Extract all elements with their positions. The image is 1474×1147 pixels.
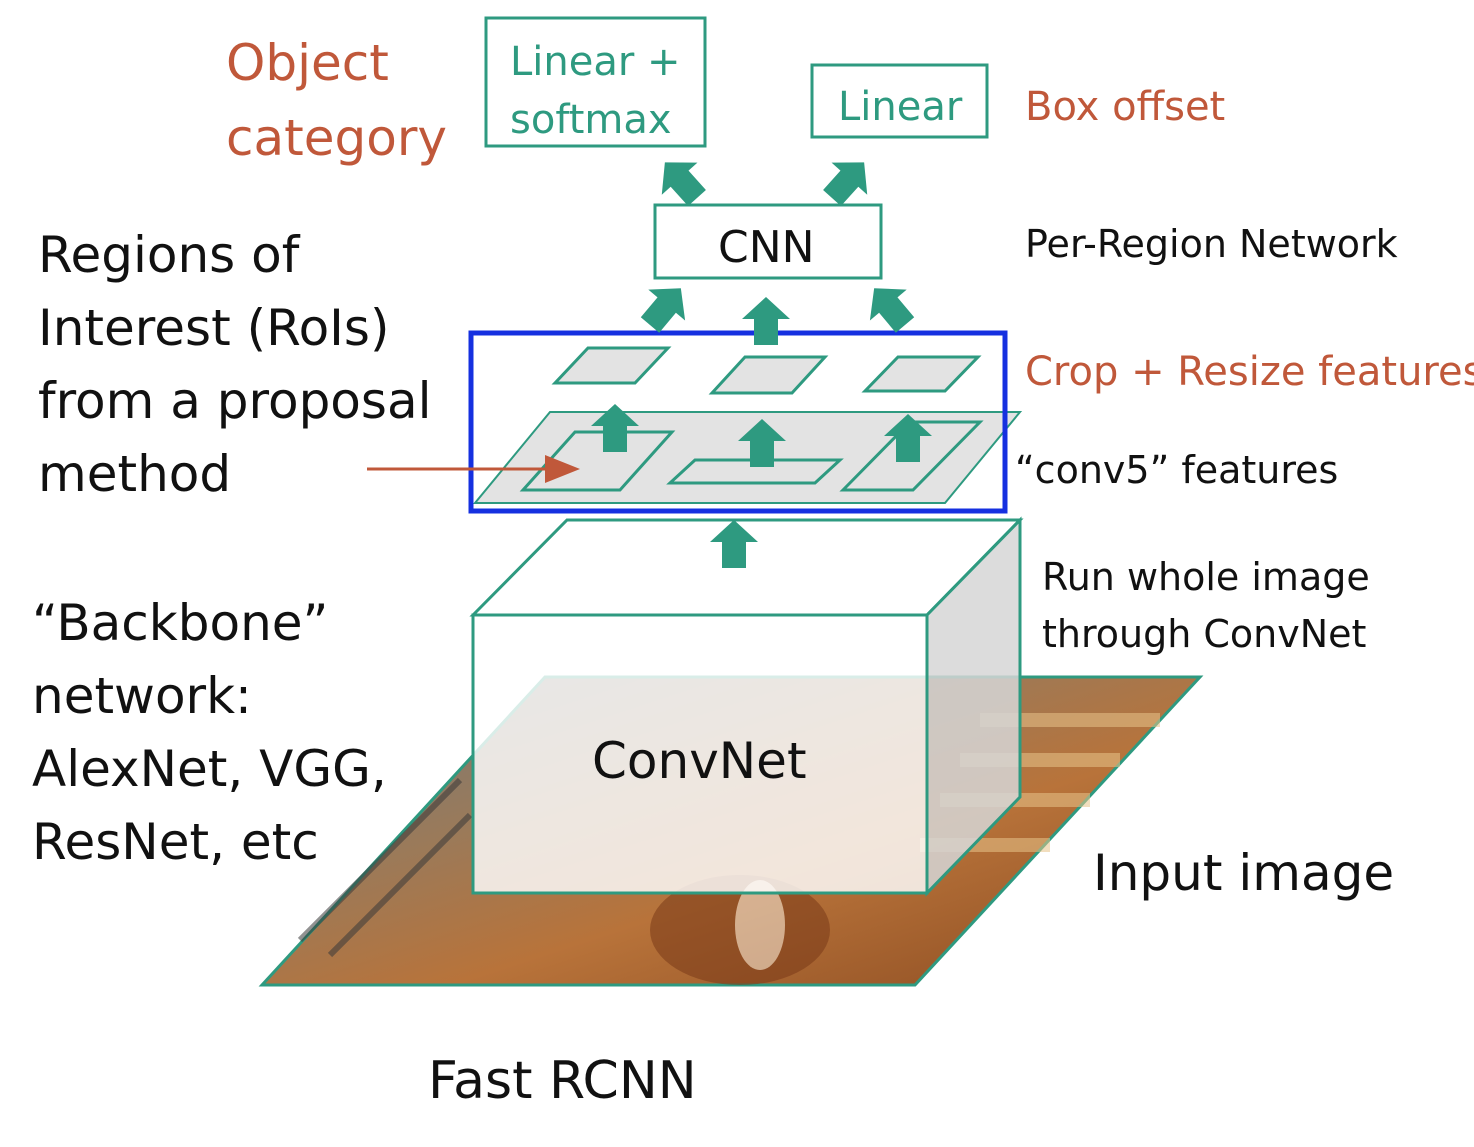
linear-softmax-box (484, 16, 707, 148)
box-offset-label: Box offset (1025, 84, 1225, 130)
linear-softmax-label-2: softmax (510, 97, 672, 143)
figure-caption: Fast RCNN (428, 1051, 697, 1111)
conv5-label: “conv5” features (1015, 448, 1338, 492)
backbone-label-2: network: (32, 667, 252, 725)
linear-label: Linear (838, 84, 963, 130)
backbone-label-3: AlexNet, VGG, (32, 740, 387, 798)
object-category-label-1: Object (226, 34, 389, 92)
cnn-box (653, 203, 883, 280)
cnn-arrow-right (855, 272, 924, 341)
cropped-features (551, 346, 982, 395)
linear-box (810, 63, 989, 139)
per-region-network-label: Per-Region Network (1025, 222, 1398, 266)
rois-label-3: from a proposal (38, 372, 431, 430)
roi-box-2 (666, 458, 844, 485)
backbone-label-4: ResNet, etc (32, 813, 319, 871)
conv5-feature-plane (472, 411, 1023, 504)
run-whole-label-2: through ConvNet (1042, 612, 1366, 656)
cnn-arrow-left (631, 272, 700, 341)
object-category-label-2: category (226, 109, 447, 167)
input-image-label: Input image (1093, 844, 1394, 902)
linear-softmax-label-1: Linear + (510, 39, 681, 85)
rois-label-1: Regions of (38, 226, 301, 284)
roi-pointer-arrow (367, 455, 580, 483)
convnet-label: ConvNet (592, 732, 807, 790)
cnn-label: CNN (718, 222, 815, 273)
run-whole-label-1: Run whole image (1042, 555, 1370, 599)
rois-label-2: Interest (RoIs) (38, 299, 389, 357)
backbone-label-1: “Backbone” (32, 594, 328, 652)
cnn-arrow-center (742, 297, 790, 345)
rois-label-4: method (38, 445, 231, 503)
crop-resize-label: Crop + Resize features (1025, 349, 1474, 395)
convnet-box (469, 516, 1024, 897)
feature-highlight-box (468, 330, 1008, 514)
